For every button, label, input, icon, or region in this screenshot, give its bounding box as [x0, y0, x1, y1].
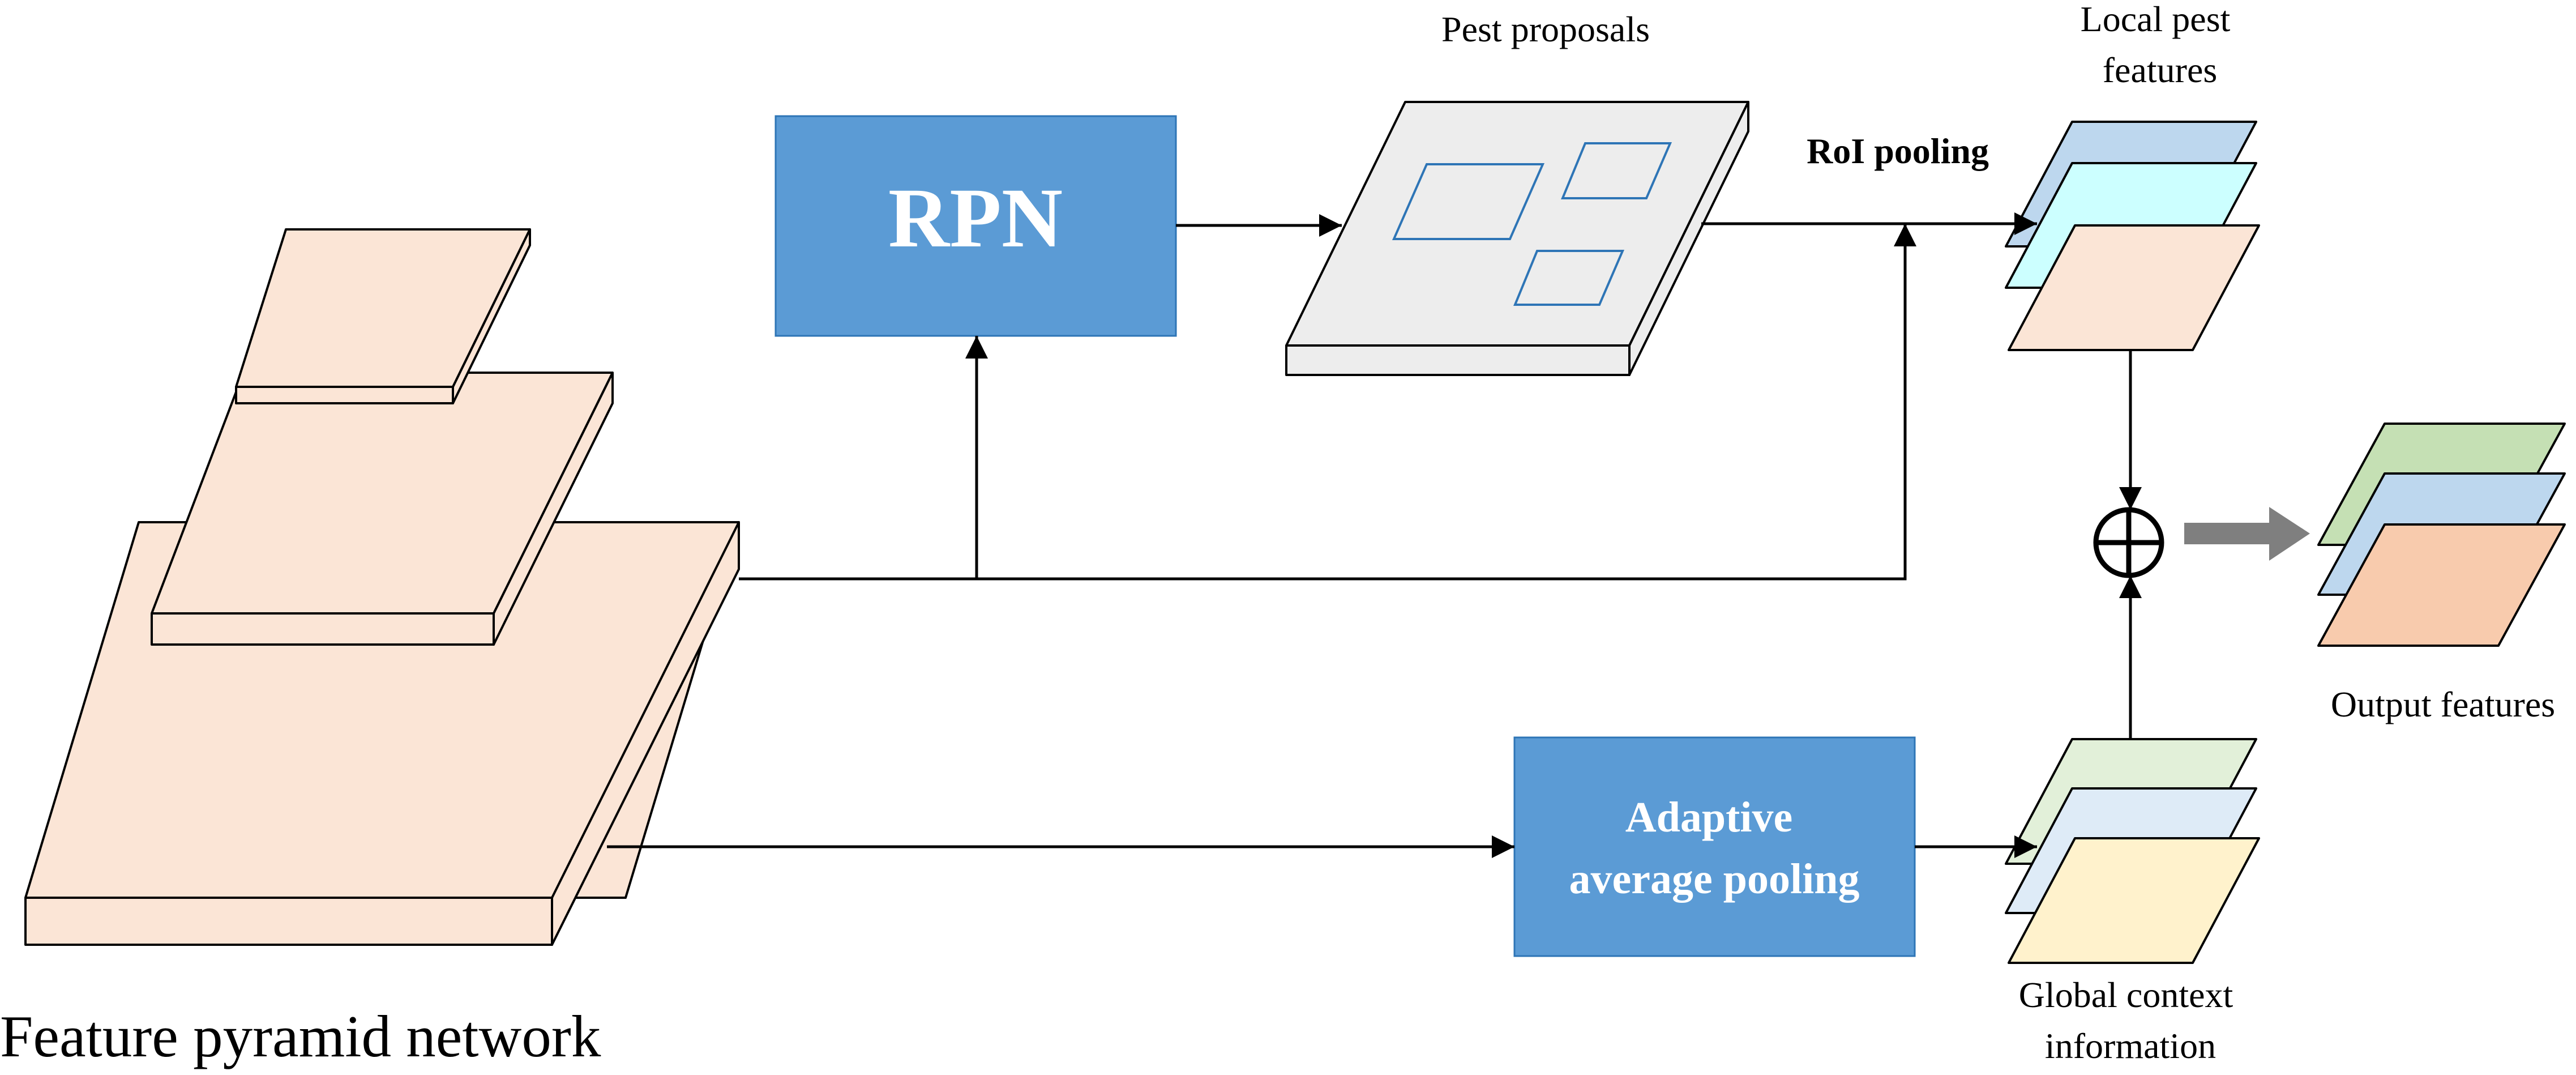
proposal-box-1 — [1392, 163, 1545, 240]
roi-pooling-label: RoI pooling — [1807, 131, 1989, 171]
global-context-label: Global context information — [2019, 975, 2243, 1066]
proposal-boxes — [1392, 142, 1672, 306]
fpn-medium-side — [493, 372, 614, 646]
rpn-label: RPN — [888, 171, 1063, 265]
adaptive-pool-label-line1: Adaptive — [1625, 794, 1793, 841]
local-features-label-line2: features — [2103, 50, 2218, 90]
fpn-large-side — [551, 521, 740, 946]
local-pest-features-stack — [2005, 121, 2260, 351]
pest-proposals-label: Pest proposals — [1441, 9, 1650, 49]
output-arrow-head — [2269, 507, 2310, 561]
fpn-small-front — [235, 386, 454, 404]
proposals-side — [1628, 101, 1749, 376]
fpn-label: Feature pyramid network — [0, 1003, 601, 1069]
fpn-level-medium — [151, 372, 614, 646]
fpn-level-small — [235, 228, 531, 404]
fpn-large-front — [24, 897, 553, 946]
global-context-stack — [2005, 738, 2260, 964]
local-features-label: Local pest features — [2081, 0, 2240, 90]
output-layer-3 — [2317, 523, 2566, 647]
adaptive-pool-label-line2: average pooling — [1569, 855, 1860, 903]
local-features-label-line1: Local pest — [2081, 0, 2231, 39]
output-arrow — [2184, 507, 2310, 561]
fpn-small-side — [452, 228, 531, 404]
proposals-front — [1285, 344, 1631, 376]
global-layer-3 — [2008, 837, 2260, 964]
connectors — [607, 212, 2142, 858]
fpn-small-top — [235, 228, 531, 388]
feature-pyramid-network — [24, 228, 740, 946]
output-features-label: Output features — [2331, 684, 2555, 724]
rpn-box: RPN — [774, 115, 1177, 337]
sum-operator-icon — [2093, 507, 2164, 578]
proposal-box-2 — [1561, 142, 1672, 199]
adaptive-pool-rect — [1513, 736, 1916, 957]
global-context-label-line2: information — [2045, 1026, 2216, 1066]
global-context-label-line1: Global context — [2019, 975, 2233, 1015]
proposal-box-3 — [1513, 250, 1625, 306]
adaptive-pool-box: Adaptive average pooling — [1513, 736, 1916, 957]
line-fpn-to-rpn — [739, 336, 988, 581]
adaptive-pool-label: Adaptive average pooling — [1569, 794, 1860, 903]
fpn-medium-front — [151, 612, 495, 646]
line-fpn-to-roi — [977, 224, 1916, 581]
pest-proposals-plane — [1285, 101, 1749, 376]
output-features-stack — [2317, 423, 2566, 647]
